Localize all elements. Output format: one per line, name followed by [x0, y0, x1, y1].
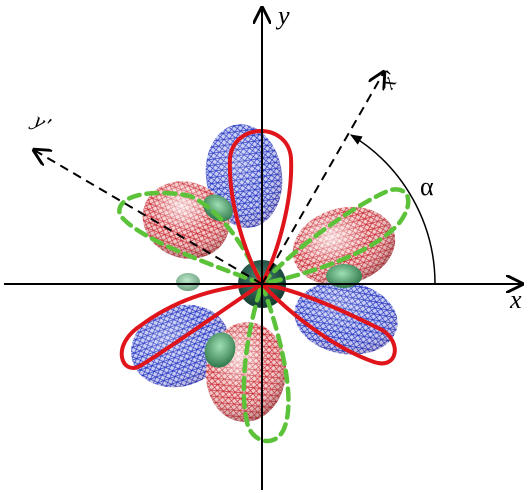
x-prime-axis	[261, 72, 384, 285]
lobe-green-right	[326, 264, 362, 288]
alpha-arc	[349, 134, 436, 285]
red-solid-orbital	[119, 129, 397, 370]
lobe-green-left	[176, 273, 200, 291]
main-axes	[4, 8, 522, 490]
green-lobe-bottom	[241, 277, 291, 444]
x-prime-label: x'	[374, 67, 404, 93]
red-lobe-top	[227, 129, 294, 286]
orbital-lobes	[131, 124, 398, 422]
rotated-axes	[34, 72, 384, 285]
y-prime-label: y'	[28, 107, 55, 137]
alpha-label: α	[420, 172, 434, 201]
lobe-green-lower-left	[204, 332, 236, 368]
green-dashed-orbital	[117, 187, 411, 444]
green-lobe-upper-right	[255, 187, 411, 288]
green-lobe-upper-left	[117, 190, 267, 289]
red-lobe-left	[119, 282, 264, 370]
x-axis-label: x	[509, 285, 522, 314]
red-lobe-right	[260, 282, 397, 366]
lobe-green-upper-left	[203, 194, 233, 222]
y-axis-label: y	[275, 1, 290, 30]
